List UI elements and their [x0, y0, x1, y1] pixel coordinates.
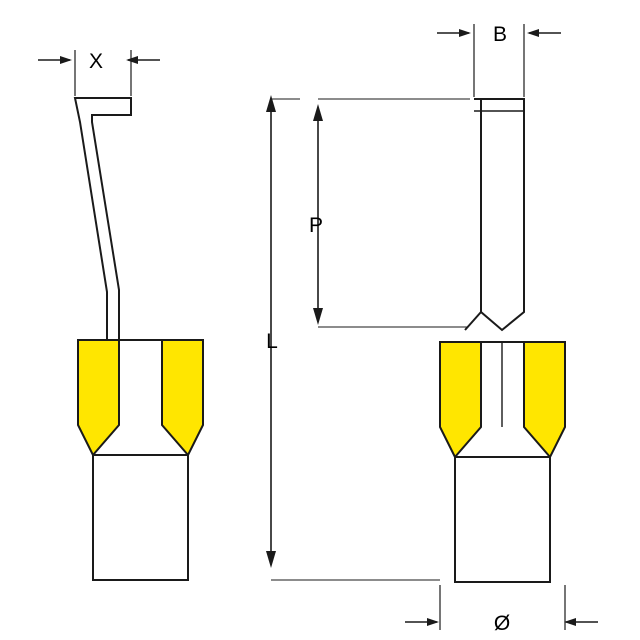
left-blade-profile: [73, 97, 132, 341]
x-dimension: X: [38, 50, 160, 96]
right-blade-shoulder-line: [464, 311, 482, 331]
right-view-group: B Ø: [405, 23, 598, 635]
l-dimension-label: L: [266, 330, 278, 353]
p-dimension-label: P: [309, 214, 323, 237]
b-dimension-label: B: [493, 23, 507, 46]
diameter-dimension-label: Ø: [494, 612, 510, 635]
l-dimension: L: [266, 95, 278, 568]
left-barrel-outline: [92, 339, 189, 581]
diameter-dimension: Ø: [405, 585, 598, 635]
p-dimension: P: [309, 104, 323, 325]
left-view-group: X: [38, 50, 204, 581]
b-dimension: B: [437, 23, 561, 97]
x-dimension-label: X: [89, 50, 103, 73]
right-barrel-outline: [454, 341, 551, 583]
